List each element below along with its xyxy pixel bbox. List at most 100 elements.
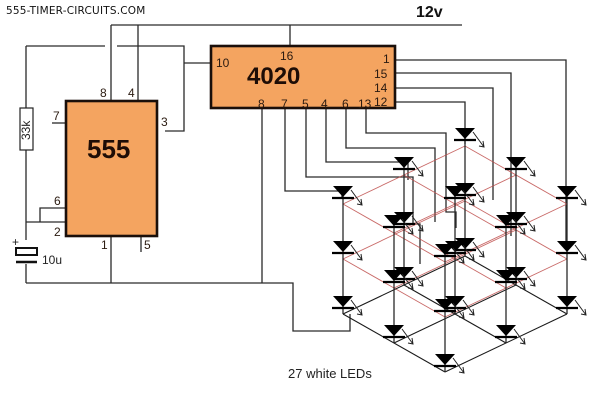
led-icon: [496, 270, 516, 281]
wire-4020-pin13: [365, 108, 457, 228]
led-icon: [445, 241, 465, 252]
pin-label: 7: [281, 97, 288, 111]
led-icon: [435, 299, 455, 310]
led-icon: [506, 267, 526, 278]
capacitor-polarity: +: [12, 235, 19, 249]
wire-555-pin6: [39, 207, 65, 222]
wire-4020-pin6: [345, 108, 436, 222]
led-icon: [333, 241, 353, 252]
led-icon: [455, 238, 475, 249]
led-icon: [557, 241, 577, 252]
ic-4020: 4020 10 16 1 15 14 12 8 7 5 4 6 13: [209, 44, 397, 111]
led-icon: [557, 186, 577, 197]
led-icon: [394, 212, 414, 223]
pin-label: 4: [321, 97, 328, 111]
wire-4020-pin5: [305, 108, 421, 264]
light-emission-arrow-icon: [574, 189, 587, 206]
pin-label: 8: [100, 86, 107, 100]
light-emission-arrow-icon: [523, 270, 536, 287]
led-icon: [506, 212, 526, 223]
pin-label: 5: [302, 97, 309, 111]
led-cube-caption: 27 white LEDs: [288, 366, 372, 381]
pin-label: 6: [342, 97, 349, 111]
light-emission-arrow-icon: [574, 299, 587, 316]
light-emission-arrow-icon: [523, 215, 536, 232]
capacitor-value: 10u: [42, 253, 62, 267]
ic-555-label: 555: [87, 134, 130, 164]
light-emission-arrow-icon: [513, 328, 526, 345]
light-emission-arrow-icon: [462, 299, 475, 316]
light-emission-arrow-icon: [452, 302, 465, 319]
led-icon: [394, 157, 414, 168]
resistor-33k: 33k: [19, 107, 34, 151]
light-emission-arrow-icon: [350, 244, 363, 261]
ic-4020-label: 4020: [247, 63, 300, 90]
wire-4020-pin12: [395, 101, 466, 144]
led-icon: [455, 183, 475, 194]
wire-555-pin3-out: [117, 45, 185, 132]
led-icon: [435, 354, 455, 365]
pin-label: 8: [258, 97, 265, 111]
wire-4020-pin14: [395, 87, 494, 200]
site-label: 555-TIMER-CIRCUITS.COM: [6, 5, 146, 17]
pin-label: 1: [101, 238, 108, 252]
pin-label: 7: [53, 109, 60, 123]
light-emission-arrow-icon: [401, 328, 414, 345]
led-icon: [455, 128, 475, 139]
led-icon: [384, 215, 404, 226]
light-emission-arrow-icon: [452, 357, 465, 374]
wire-4020-pin1: [395, 59, 567, 248]
pin-label: 5: [144, 238, 151, 252]
pin-label: 12: [374, 95, 388, 109]
pin-label: 6: [54, 194, 61, 208]
ic-555: 555 8 4 7 3 6 2 1 5: [53, 86, 168, 252]
led-icon: [445, 186, 465, 197]
pin-label: 2: [54, 225, 61, 239]
led-icon: [445, 296, 465, 307]
wire-cube-layer: [262, 282, 351, 332]
led-icon: [435, 244, 455, 255]
led-icon: [496, 215, 516, 226]
light-emission-arrow-icon: [472, 186, 485, 203]
light-emission-arrow-icon: [513, 218, 526, 235]
led-icon: [506, 157, 526, 168]
light-emission-arrow-icon: [350, 299, 363, 316]
light-emission-arrow-icon: [350, 189, 363, 206]
light-emission-arrow-icon: [472, 131, 485, 148]
light-emission-arrow-icon: [401, 273, 414, 290]
capacitor-10u: + 10u: [12, 235, 62, 267]
pin-label: 1: [383, 52, 390, 66]
resistor-value: 33k: [19, 120, 33, 140]
led-icon: [384, 325, 404, 336]
wire-4020-pin4: [325, 108, 409, 180]
light-emission-arrow-icon: [574, 244, 587, 261]
pin-label: 13: [358, 97, 372, 111]
led-icon: [557, 296, 577, 307]
wire-4020-pin15: [395, 72, 512, 236]
led-icon: [333, 296, 353, 307]
pin-label: 3: [161, 115, 168, 129]
pin-label: 10: [216, 56, 230, 70]
supply-wiring: [25, 24, 462, 284]
light-emission-arrow-icon: [411, 160, 424, 177]
light-emission-arrow-icon: [462, 244, 475, 261]
light-emission-arrow-icon: [462, 189, 475, 206]
light-emission-arrow-icon: [411, 215, 424, 232]
led-icon: [384, 270, 404, 281]
light-emission-arrow-icon: [401, 218, 414, 235]
led-cube: [332, 128, 587, 374]
led-icon: [333, 186, 353, 197]
light-emission-arrow-icon: [411, 270, 424, 287]
led-icon: [496, 325, 516, 336]
light-emission-arrow-icon: [523, 160, 536, 177]
pin-label: 16: [280, 49, 294, 63]
pin-label: 4: [128, 86, 135, 100]
supply-voltage-label: 12v: [416, 4, 443, 21]
wire-4020-pin7: [284, 108, 343, 198]
light-emission-arrow-icon: [472, 241, 485, 258]
pin-label: 14: [374, 81, 388, 95]
pin-label: 15: [374, 67, 388, 81]
led-icon: [394, 267, 414, 278]
light-emission-arrow-icon: [452, 247, 465, 264]
